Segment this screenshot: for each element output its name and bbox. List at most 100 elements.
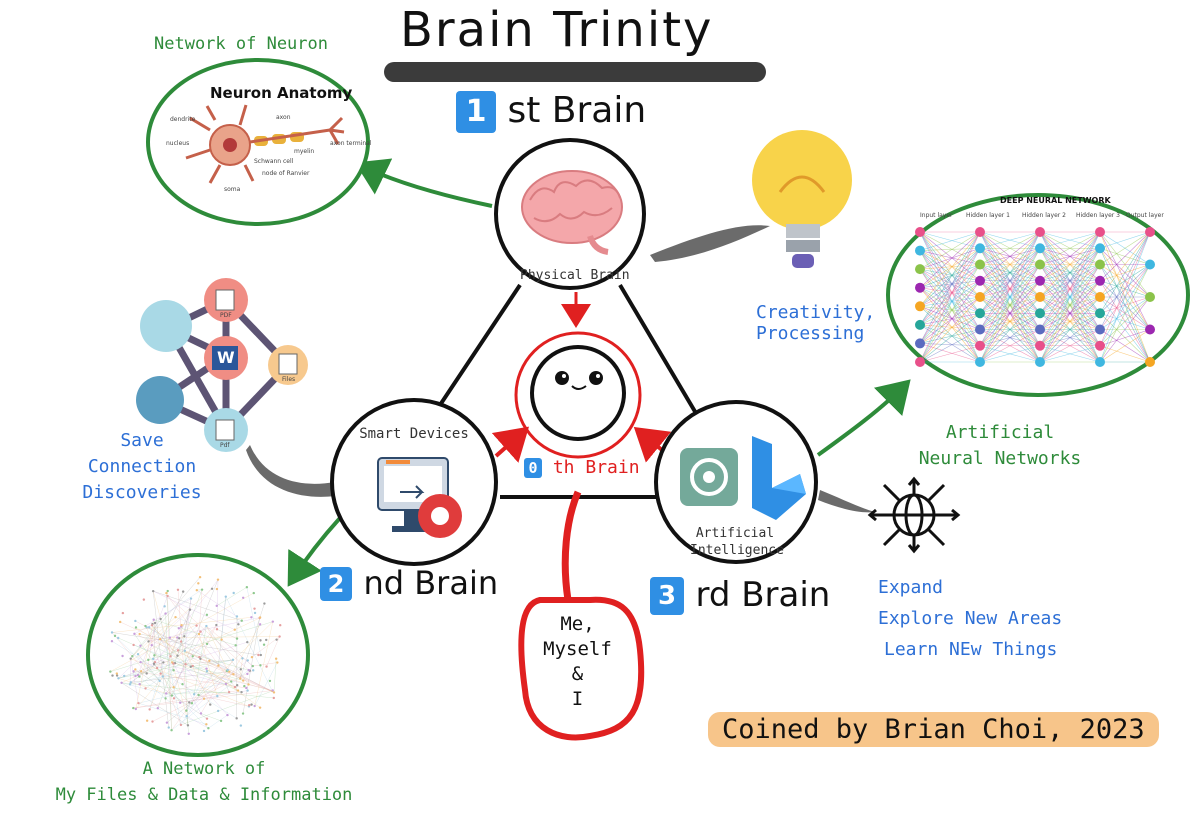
files-graph-node bbox=[224, 595, 227, 598]
files-graph-node bbox=[139, 660, 142, 664]
dnn-edge bbox=[979, 296, 1041, 363]
files-graph-edge bbox=[118, 656, 200, 679]
files-graph-node bbox=[152, 662, 156, 666]
files-graph-edge bbox=[266, 636, 280, 667]
files-graph-node bbox=[272, 691, 276, 694]
dnn-edge bbox=[919, 268, 981, 314]
dnn-edge bbox=[919, 343, 981, 363]
files-graph-edge bbox=[184, 598, 192, 637]
dnn-node bbox=[975, 324, 985, 335]
dnn-edge bbox=[919, 296, 981, 363]
dnn-edge bbox=[919, 247, 981, 251]
dnn-edge bbox=[979, 231, 1041, 330]
files-graph-node bbox=[117, 677, 120, 680]
dnn-edge bbox=[919, 268, 981, 330]
files-graph-edge bbox=[133, 671, 247, 689]
dnn-node bbox=[1095, 227, 1105, 237]
files-graph-node bbox=[185, 709, 188, 712]
files-graph-edge bbox=[216, 629, 238, 639]
files-graph-node bbox=[109, 670, 112, 673]
files-graph-node bbox=[121, 611, 125, 615]
files-graph-edge bbox=[198, 589, 203, 635]
files-graph-edge bbox=[139, 662, 173, 685]
dnn-node bbox=[1145, 357, 1155, 367]
me-line3: & bbox=[571, 663, 584, 685]
dnn-edge bbox=[919, 280, 981, 363]
files-graph-node bbox=[145, 719, 149, 722]
neuron-label-myelin: myelin bbox=[294, 148, 315, 155]
dnn-edge bbox=[979, 231, 1041, 265]
arrow-to-neuron bbox=[354, 158, 493, 208]
files-graph-node bbox=[190, 702, 194, 705]
dnn-node bbox=[1035, 308, 1045, 319]
files-graph-edge bbox=[180, 690, 273, 726]
brain-icon bbox=[521, 170, 623, 255]
me-line2: Myself bbox=[543, 638, 612, 660]
dnn-edge bbox=[919, 231, 981, 249]
dnn-edge bbox=[919, 280, 981, 326]
dnn-edge bbox=[919, 280, 981, 289]
files-graph-edge bbox=[118, 637, 242, 693]
files-graph-edge bbox=[111, 632, 259, 656]
dnn-edge bbox=[919, 250, 981, 363]
files-graph-node bbox=[134, 626, 138, 629]
files-graph-node bbox=[232, 672, 235, 676]
dnn-edge bbox=[1039, 231, 1101, 281]
dnn-edge bbox=[1099, 231, 1151, 314]
dnn-edge bbox=[919, 264, 981, 288]
dnn-edge bbox=[1039, 264, 1101, 363]
dnn-node bbox=[1095, 275, 1105, 286]
files-graph-node bbox=[144, 624, 147, 628]
files-graph-node bbox=[165, 591, 168, 595]
files-graph-node bbox=[205, 613, 209, 617]
files-graph-node bbox=[121, 654, 124, 658]
files-graph-edge bbox=[140, 661, 227, 685]
dnn-edge bbox=[919, 247, 981, 270]
creativity-label: Creativity, Processing bbox=[756, 302, 875, 344]
files-graph-node bbox=[205, 723, 208, 726]
files-graph-node bbox=[241, 712, 245, 715]
files-graph-edge bbox=[121, 617, 260, 683]
files-graph-node bbox=[242, 679, 245, 682]
dnn-edge bbox=[919, 250, 981, 282]
globe-arrows-icon bbox=[867, 476, 961, 554]
files-graph-node bbox=[197, 582, 200, 585]
dnn-node bbox=[1095, 243, 1105, 254]
files-graph-node bbox=[278, 635, 281, 638]
dnn-node bbox=[1145, 292, 1155, 302]
dnn-edge bbox=[1099, 296, 1151, 346]
dnn-node bbox=[1095, 259, 1105, 270]
files-graph-edge bbox=[200, 624, 217, 659]
files-graph-node bbox=[150, 643, 153, 647]
dnn-edge bbox=[979, 264, 1041, 363]
me-bubble-text: Me, Myself & I bbox=[525, 612, 630, 712]
neuron-label-ranvier: node of Ranvier bbox=[262, 170, 310, 177]
me-bubble-outline bbox=[518, 596, 645, 741]
files-graph-edge bbox=[130, 658, 250, 707]
files-graph-node bbox=[161, 675, 165, 678]
zeroth-brain-outer bbox=[514, 331, 642, 459]
dnn-edge bbox=[919, 231, 981, 346]
swoosh-creativity bbox=[650, 225, 770, 262]
files-graph-edge bbox=[170, 609, 191, 657]
dnn-edge bbox=[919, 231, 981, 363]
files-graph-edge bbox=[166, 593, 171, 638]
dnn-layer-h1: Hidden layer 1 bbox=[966, 212, 1010, 219]
page-title: Brain Trinity bbox=[400, 2, 714, 58]
files-graph-node bbox=[176, 654, 179, 657]
files-graph-node bbox=[253, 704, 256, 708]
files-network-label: A Network of My Files & Data & Informati… bbox=[34, 756, 374, 808]
files-graph-node bbox=[177, 627, 181, 630]
files-graph-edge bbox=[165, 589, 203, 614]
files-graph-node bbox=[165, 721, 169, 724]
files-graph-node bbox=[237, 623, 240, 626]
files-graph-node bbox=[179, 640, 183, 643]
dnn-edge bbox=[1039, 313, 1101, 363]
files-graph-node bbox=[191, 655, 194, 658]
dnn-edge bbox=[919, 264, 981, 326]
files-graph-edge bbox=[139, 676, 187, 717]
files-graph-edge bbox=[130, 659, 234, 685]
files-graph-node bbox=[207, 727, 210, 730]
files-graph-node bbox=[259, 639, 262, 642]
